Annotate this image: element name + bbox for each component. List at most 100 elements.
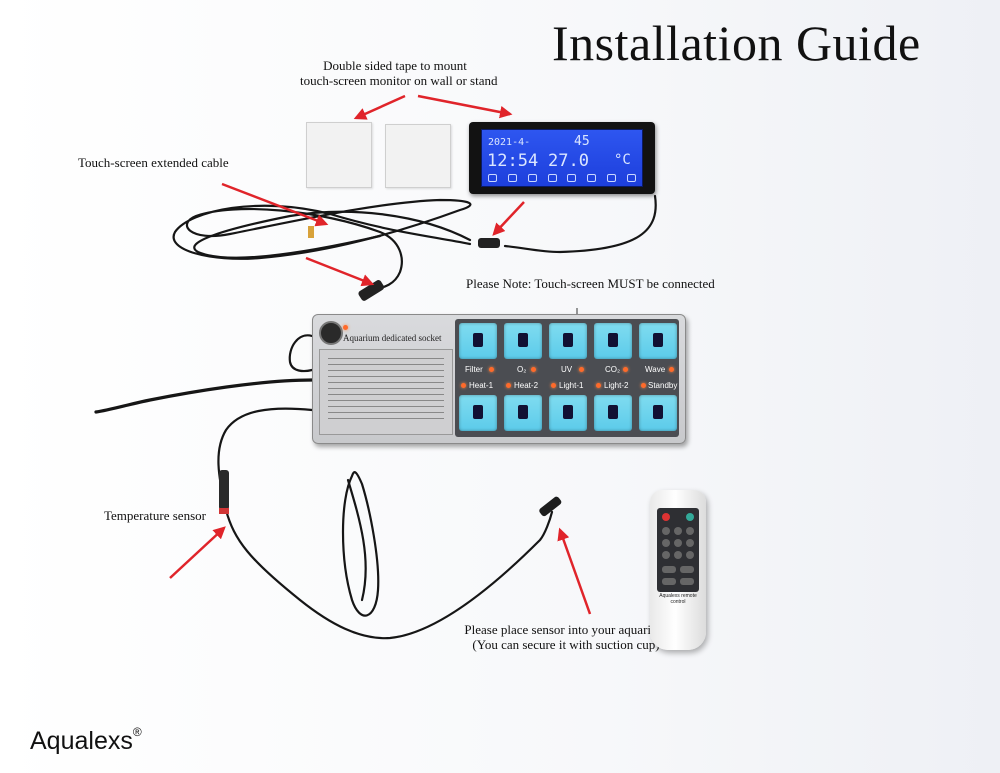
arrow-monitor-connector xyxy=(492,201,525,236)
status-led xyxy=(461,383,466,388)
arrow-lower-connector xyxy=(305,256,375,287)
status-led xyxy=(551,383,556,388)
outlet-wave xyxy=(639,323,677,359)
cable-connector-lower xyxy=(358,280,385,301)
outlet-panel: Filter O₂ UV CO₂ Wave Heat-1 Heat-2 Ligh… xyxy=(455,319,679,437)
remote-button xyxy=(686,539,694,547)
sensor-caption-line1: Please place sensor into your aquarium xyxy=(464,622,668,637)
status-led xyxy=(579,367,584,372)
screen-status-icon xyxy=(607,174,617,182)
brand-name: Aqualexs xyxy=(30,727,133,755)
outlet-light-2 xyxy=(594,395,632,431)
remote-brand-text: Aqualexs remote control xyxy=(659,593,697,605)
screen-status-icon xyxy=(488,174,497,182)
remote-button xyxy=(662,578,676,585)
status-led xyxy=(623,367,628,372)
remote-button xyxy=(662,539,670,547)
power-cable xyxy=(94,378,314,414)
outlet-heat-1 xyxy=(459,395,497,431)
outlet-standby xyxy=(639,395,677,431)
outlet-label-heat-1: Heat-1 xyxy=(469,381,494,390)
screen-temperature-unit: °C xyxy=(614,152,631,168)
outlet-label-wave: Wave xyxy=(645,365,666,374)
outlet-uv xyxy=(549,323,587,359)
temperature-sensor-caption: Temperature sensor xyxy=(104,508,206,523)
sensor-placement-caption: Please place sensor into your aquarium (… xyxy=(452,622,680,652)
remote-button xyxy=(686,513,694,521)
outlet-label-heat-2: Heat-2 xyxy=(514,381,539,390)
red-arrows xyxy=(169,94,592,615)
screen-status-icon xyxy=(587,174,597,182)
monitor-cable xyxy=(503,194,657,254)
status-led xyxy=(489,367,494,372)
screen-date: 2021-4- xyxy=(488,137,531,148)
socket-cable-top xyxy=(288,334,314,373)
sensor-joint-band xyxy=(219,508,229,514)
arrow-temperature-sensor xyxy=(169,526,226,579)
sensor-probe xyxy=(539,496,562,517)
remote-button xyxy=(680,578,694,585)
outlet-label-o2: O₂ xyxy=(517,365,527,374)
tape-caption: Double sided tape to mount touch-screen … xyxy=(300,58,498,88)
extension-cable-coil xyxy=(172,198,472,292)
double-sided-tape-left xyxy=(306,122,372,188)
outlet-o2 xyxy=(504,323,542,359)
cable-tie xyxy=(308,226,314,238)
socket-label: Aquarium dedicated socket xyxy=(343,333,442,343)
page-title: Installation Guide xyxy=(552,15,921,71)
screen-status-icon xyxy=(527,174,537,182)
sensor-joint xyxy=(219,470,229,510)
cables xyxy=(94,194,657,640)
remote-button xyxy=(662,513,670,521)
screen-icon-row xyxy=(488,174,636,182)
outlet-label-standby: Standby xyxy=(648,381,678,390)
sensor-cable-loop xyxy=(341,471,380,617)
screen-status-icon xyxy=(626,174,636,182)
outlet-co2 xyxy=(594,323,632,359)
socket-power-led xyxy=(343,325,348,330)
outlet-heat-2 xyxy=(504,395,542,431)
remote-button xyxy=(662,566,676,573)
connection-note: Please Note: Touch-screen MUST be connec… xyxy=(466,276,715,291)
remote-control: Aqualexs remote control xyxy=(650,490,706,650)
status-led xyxy=(596,383,601,388)
remote-button xyxy=(674,527,682,535)
double-sided-tape-right xyxy=(385,124,451,188)
status-led xyxy=(669,367,674,372)
remote-button xyxy=(686,527,694,535)
screen-temperature: 27.0 xyxy=(548,151,589,171)
outlet-label-uv: UV xyxy=(561,365,573,374)
tape-caption-line2: touch-screen monitor on wall or stand xyxy=(300,73,498,88)
screen-status-icon xyxy=(547,174,557,182)
arrow-sensor-probe xyxy=(557,527,592,615)
remote-button xyxy=(686,551,694,559)
status-led xyxy=(531,367,536,372)
screen-time: 12:54 xyxy=(487,151,539,171)
cable-connector-upper xyxy=(478,238,500,248)
outlet-label-light-1: Light-1 xyxy=(559,381,584,390)
status-led xyxy=(506,383,511,388)
remote-button-pad xyxy=(657,508,699,592)
aquarium-power-socket: Aquarium dedicated socket Filter O₂ UV xyxy=(312,314,686,444)
tape-caption-line1: Double sided tape to mount xyxy=(323,58,467,73)
status-led xyxy=(641,383,646,388)
sensor-cable-main xyxy=(217,407,554,640)
arrow-left-tape xyxy=(353,94,406,120)
outlet-light-1 xyxy=(549,395,587,431)
screen-status-icon xyxy=(567,174,577,182)
screen-humidity: 45 xyxy=(574,134,590,149)
arrow-extension-cable xyxy=(221,182,329,227)
outlet-label-co2: CO₂ xyxy=(605,365,621,374)
screen-status-icon xyxy=(507,174,517,182)
brand-logo: Aqualexs® xyxy=(30,725,142,756)
sensor-caption-line2: (You can secure it with suction cup) xyxy=(472,637,660,652)
arrow-right-tape xyxy=(417,94,513,119)
remote-button xyxy=(662,527,670,535)
touch-screen-monitor: 2021-4- 45 12:54 27.0 °C xyxy=(469,122,655,194)
monitor-screen: 2021-4- 45 12:54 27.0 °C xyxy=(481,129,643,187)
remote-button xyxy=(674,551,682,559)
cable-caption: Touch-screen extended cable xyxy=(78,155,229,170)
socket-power-knob xyxy=(319,321,343,345)
